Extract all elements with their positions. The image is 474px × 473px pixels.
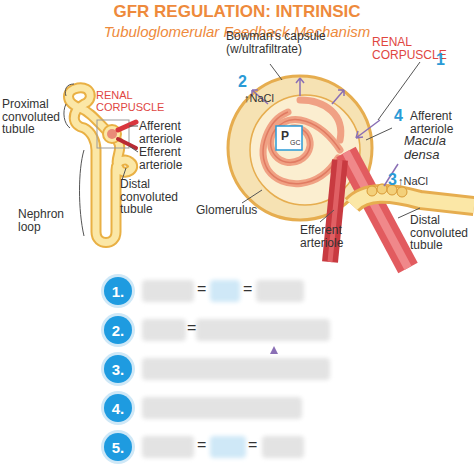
list-number: 2. — [112, 322, 125, 339]
part-label: Bowman's capsule (w/ultrafiltrate) — [226, 30, 376, 55]
part-label: Macula densa — [404, 134, 466, 161]
number-circle: 3. — [104, 355, 132, 383]
list-number: 3. — [112, 361, 125, 378]
callout-number: 4 — [394, 108, 410, 125]
number-circle: 5. — [104, 433, 132, 461]
part-label: Afferent arteriole — [139, 120, 199, 145]
equals-sign: = — [248, 437, 260, 454]
title: GFR REGULATION: INTRINSIC — [0, 3, 474, 21]
symbol-label: ↑NaCl — [244, 93, 284, 105]
part-label: Efferent arteriole — [300, 224, 360, 249]
part-label: Proximal convoluted tubule — [2, 98, 66, 136]
number-circle: 2. — [104, 316, 132, 344]
list-number: 5. — [112, 439, 125, 456]
answer-blanks — [142, 280, 330, 458]
part-label: Glomerulus — [196, 204, 266, 217]
corpuscle-drawing — [228, 62, 474, 268]
equals-sign: = — [243, 281, 255, 298]
symbol-label: GC — [290, 139, 304, 146]
part-label: Afferent arteriole — [410, 110, 472, 135]
symbol-label: ↑NaCl — [398, 176, 438, 188]
equals-sign: = — [197, 437, 209, 454]
part-label: Efferent arteriole — [139, 146, 199, 171]
list-number: 4. — [112, 400, 125, 417]
number-circle: 1. — [104, 277, 132, 305]
number-circle: 4. — [104, 394, 132, 422]
part-label: Distal convoluted tubule — [410, 214, 474, 252]
list-number: 1. — [112, 283, 125, 300]
equals-sign: = — [197, 281, 209, 298]
callout-number: 1 — [436, 52, 452, 69]
part-label: Distal convoluted tubule — [120, 178, 194, 216]
marker — [270, 346, 278, 354]
part-label: Nephron loop — [18, 208, 78, 233]
part-label: RENAL CORPUSCLE — [372, 36, 442, 61]
part-label: RENAL CORPUSCLE — [96, 90, 156, 113]
callout-number: 2 — [238, 74, 254, 91]
equals-sign: = — [187, 320, 199, 337]
